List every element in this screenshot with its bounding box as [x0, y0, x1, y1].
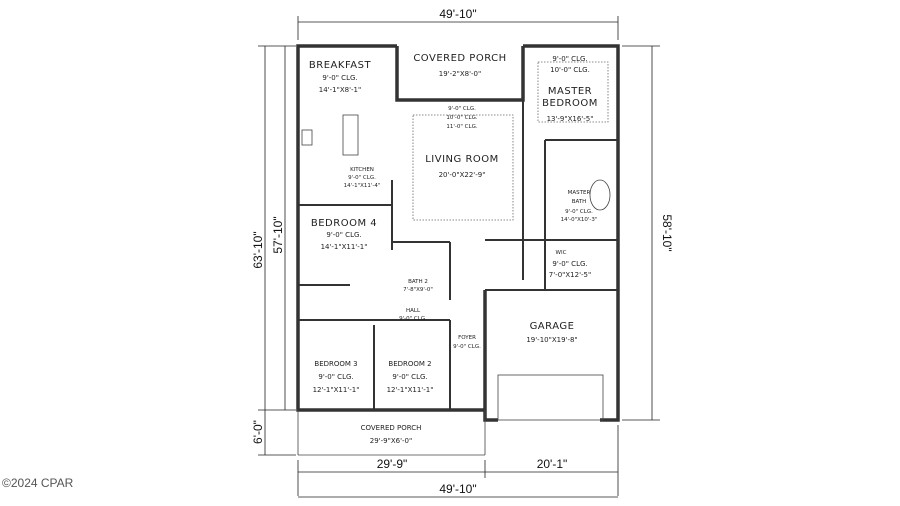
bedroom4-size: 14'-1"X11'-1" — [321, 243, 368, 251]
master-bath-label1: MASTER — [568, 190, 591, 196]
garage-label: GARAGE — [530, 321, 575, 332]
wic-label: WIC — [556, 250, 567, 256]
garage-door — [497, 374, 604, 421]
master-bath-label2: BATH — [572, 199, 587, 205]
breakfast-size: 14'-1"X8'-1" — [319, 86, 361, 94]
kitchen-label: KITCHEN — [350, 167, 374, 173]
garage-size: 19'-10"X19'-8" — [526, 336, 577, 344]
dim-left-porch: 6'-0" — [251, 420, 265, 444]
kitchen-size: 14'-1"X11'-4" — [344, 183, 381, 189]
master-tray-ceiling — [537, 61, 609, 123]
dim-bottom-width: 49'-10" — [439, 482, 476, 496]
living-ceiling3: 11'-0" CLG. — [446, 124, 477, 130]
living-ceiling2: 10'-0" CLG. — [446, 115, 477, 121]
bedroom3-ceiling: 9'-0" CLG. — [318, 373, 353, 381]
living-ceiling1: 9'-0" CLG. — [448, 106, 476, 112]
breakfast-ceiling: 9'-0" CLG. — [322, 74, 357, 82]
master-bath-ceiling: 9'-0" CLG. — [565, 209, 593, 215]
walls — [296, 44, 620, 456]
bedroom2-size: 12'-1"X11'-1" — [387, 386, 434, 394]
bedroom3-size: 12'-1"X11'-1" — [313, 386, 360, 394]
copyright-watermark: ©2024 CPAR — [2, 476, 74, 490]
master-size: 13'-9"X16'-5" — [547, 115, 594, 123]
dim-right-depth: 58'-10" — [660, 214, 674, 251]
living-room-size: 20'-0"X22'-9" — [439, 171, 486, 179]
kitchen-ceiling: 9'-0" CLG. — [348, 175, 376, 181]
bedroom4-label: BEDROOM 4 — [311, 218, 377, 229]
room-labels: BREAKFAST 9'-0" CLG. 14'-1"X8'-1" COVERE… — [309, 53, 598, 445]
range — [301, 129, 313, 146]
living-room-label: LIVING ROOM — [425, 154, 499, 165]
master-ceiling2: 10'-0" CLG. — [550, 66, 590, 74]
dim-bottom-right: 20'-1" — [537, 457, 568, 471]
bedroom2-ceiling: 9'-0" CLG. — [392, 373, 427, 381]
breakfast-label: BREAKFAST — [309, 60, 372, 71]
front-porch-label: COVERED PORCH — [361, 424, 422, 432]
hall-ceiling: 9'-0" CLG. — [399, 316, 427, 322]
bedroom3-label: BEDROOM 3 — [314, 360, 357, 368]
hall-label: HALL — [406, 308, 421, 314]
dim-top-width: 49'-10" — [439, 7, 476, 21]
dim-left-main: 57'-10" — [271, 216, 285, 253]
master-ceiling1: 9'-0" CLG. — [552, 55, 587, 63]
wic-size: 7'-0"X12'-5" — [549, 271, 591, 279]
tray-ceiling — [412, 114, 514, 221]
dim-left-overall: 63'-10" — [251, 231, 265, 268]
kitchen-island — [342, 114, 359, 156]
master-bath-size: 14'-0"X10'-3" — [561, 217, 598, 223]
master-label1: MASTER — [548, 86, 592, 97]
rear-porch-size: 19'-2"X8'-0" — [439, 70, 481, 78]
bedroom2-label: BEDROOM 2 — [388, 360, 431, 368]
bathtub — [589, 179, 611, 211]
dim-bottom-left: 29'-9" — [377, 457, 408, 471]
bath2-size: 7'-8"X9'-0" — [403, 287, 433, 293]
bath2-label: BATH 2 — [408, 279, 428, 285]
dimension-lines — [258, 16, 660, 498]
wic-ceiling: 9'-0" CLG. — [552, 260, 587, 268]
front-porch-size: 29'-9"X6'-0" — [370, 437, 412, 445]
foyer-ceiling: 9'-0" CLG. — [453, 344, 481, 350]
bedroom4-ceiling: 9'-0" CLG. — [326, 231, 361, 239]
rear-porch-label: COVERED PORCH — [413, 53, 506, 64]
master-label2: BEDROOM — [542, 98, 598, 109]
foyer-label: FOYER — [458, 335, 476, 341]
